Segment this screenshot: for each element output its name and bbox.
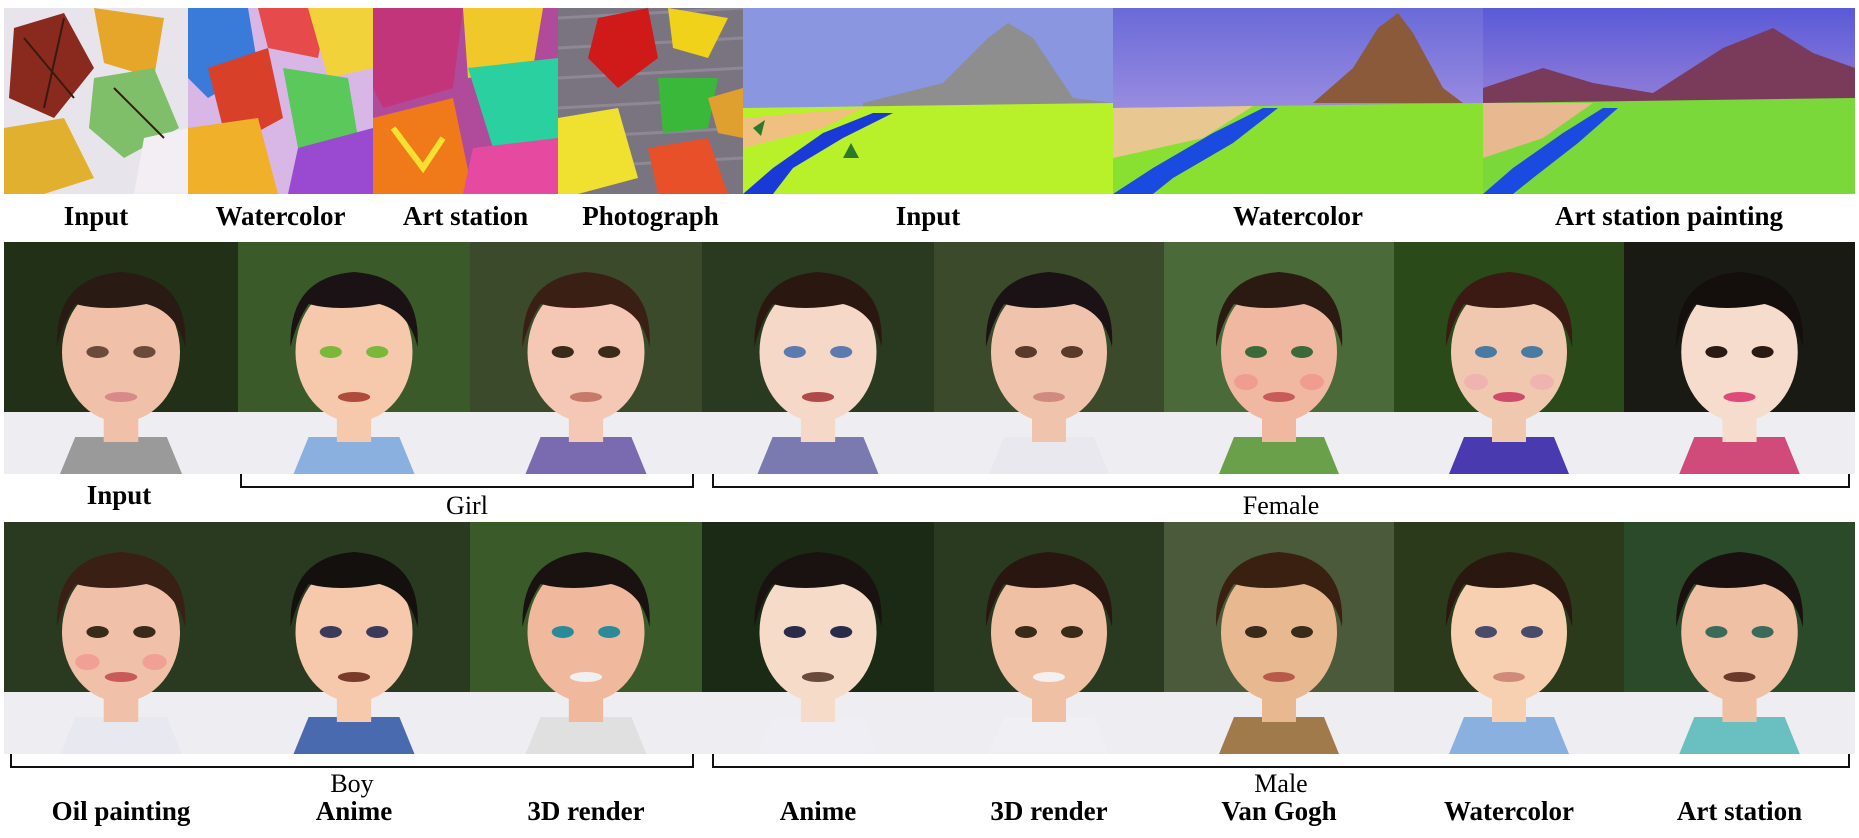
label-oil-painting: Oil painting: [51, 796, 191, 826]
face-male-3d-render-image: [934, 522, 1164, 754]
label-landscape-input: Input: [895, 201, 961, 231]
face-female-watercolor-image: [1394, 242, 1624, 474]
bracket-boy: [10, 754, 694, 768]
label-leaves-watercolor: Watercolor: [215, 201, 346, 231]
label-van-gogh: Van Gogh: [1221, 796, 1337, 826]
landscape-watercolor-image: [1113, 8, 1483, 194]
group-label-female: Female: [1242, 491, 1320, 520]
leaves-photograph-image: [558, 8, 743, 194]
label-male-watercolor: Watercolor: [1444, 796, 1574, 826]
leaves-art-station-image: [373, 8, 558, 194]
face-girl-3d-render-image: [470, 242, 702, 474]
label-leaves-photograph: Photograph: [582, 201, 719, 231]
bracket-girl: [240, 474, 694, 488]
face-girl-input-image: [4, 242, 238, 474]
label-row2-input: Input: [86, 480, 152, 510]
face-male-anime-image: [702, 522, 934, 754]
group-label-girl: Girl: [446, 491, 488, 520]
face-male-watercolor-image: [1394, 522, 1624, 754]
face-male-van-gogh-image: [1164, 522, 1394, 754]
landscape-input-image: [743, 8, 1113, 194]
landscape-art-station-image: [1483, 8, 1855, 194]
label-male-3d-render: 3D render: [990, 796, 1108, 826]
label-landscape-watercolor: Watercolor: [1233, 201, 1363, 231]
label-leaves-art-station: Art station: [402, 201, 529, 231]
bracket-male: [712, 754, 1850, 768]
bracket-female: [712, 474, 1850, 488]
group-label-boy: Boy: [330, 769, 374, 798]
label-boy-anime: Anime: [315, 796, 393, 826]
face-male-art-station-image: [1624, 522, 1855, 754]
label-landscape-art-station-painting: Art station painting: [1554, 201, 1784, 231]
face-girl-anime-image: [238, 242, 470, 474]
face-female-3d-render-image: [934, 242, 1164, 474]
face-boy-oil-painting-image: [4, 522, 238, 754]
leaves-watercolor-image: [188, 8, 373, 194]
label-boy-3d-render: 3D render: [527, 796, 645, 826]
leaves-input-image: [4, 8, 188, 194]
face-boy-3d-render-image: [470, 522, 702, 754]
label-male-art-station: Art station: [1676, 796, 1803, 826]
group-label-male: Male: [1254, 769, 1308, 798]
face-female-art-station-image: [1624, 242, 1855, 474]
label-male-anime: Anime: [779, 796, 857, 826]
face-female-anime-image: [702, 242, 934, 474]
face-female-van-gogh-image: [1164, 242, 1394, 474]
label-leaves-input: Input: [63, 201, 129, 231]
face-boy-anime-image: [238, 522, 470, 754]
